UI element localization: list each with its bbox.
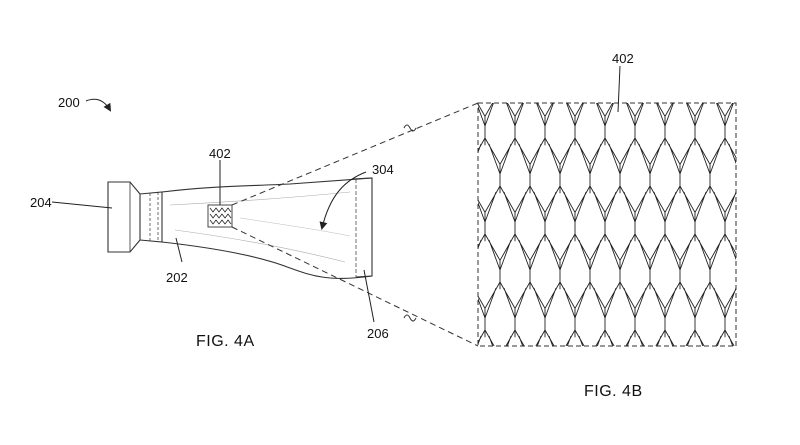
knit-stitch	[664, 233, 696, 290]
knit-stitch	[664, 329, 696, 346]
knit-stitch	[694, 233, 726, 290]
knit-stitch	[664, 137, 696, 194]
knit-stitch	[740, 186, 770, 241]
knit-stitch	[499, 281, 531, 338]
end-cap-204	[107, 181, 141, 253]
knit-detail-frame	[477, 102, 737, 347]
knit-stitch	[529, 281, 561, 338]
fig-4a-drawing	[107, 177, 373, 279]
projection-lines	[231, 102, 479, 347]
knit-stitch	[679, 281, 711, 338]
knit-stitch	[656, 103, 674, 146]
knit-stitch	[604, 233, 636, 290]
knit-stitch	[589, 185, 621, 242]
leader-lines-4a	[51, 98, 375, 323]
knit-stitch	[478, 185, 501, 242]
ref-label-202: 202	[166, 270, 188, 285]
knit-stitch	[478, 329, 486, 346]
knit-stitch	[634, 137, 666, 194]
knit-stitch	[626, 103, 644, 146]
knit-stitch	[574, 329, 606, 346]
knit-stitch	[679, 185, 711, 242]
caption-fig-4a: FIG. 4A	[196, 333, 255, 350]
knit-stitch	[536, 103, 554, 146]
knit-stitch	[694, 329, 726, 346]
knit-stitch	[506, 103, 524, 146]
body-202	[161, 177, 373, 193]
knit-stitch	[740, 90, 770, 145]
knit-stitch	[544, 137, 576, 194]
knit-stitch	[724, 233, 736, 261]
knit-stitch	[619, 281, 651, 338]
knit-stitch	[574, 233, 606, 290]
ref-label-304: 304	[372, 162, 394, 177]
knit-stitch	[724, 137, 736, 165]
ref-label-402-a: 402	[209, 146, 231, 161]
knit-stitch	[724, 329, 735, 346]
leader-402-b	[617, 65, 621, 113]
neck-band	[139, 191, 163, 243]
knit-stitch	[649, 281, 681, 338]
knit-stitch	[559, 185, 591, 242]
knit-stitch	[649, 185, 681, 242]
knit-stitch	[566, 103, 584, 146]
knit-stitch	[559, 281, 591, 338]
ref-label-200: 200	[58, 95, 80, 110]
knit-stitch	[544, 233, 576, 290]
knit-stitch	[589, 281, 621, 338]
knit-stitch	[604, 137, 636, 194]
knit-stitch	[604, 329, 636, 346]
knit-stitch	[740, 282, 770, 337]
knit-stitch	[574, 137, 606, 194]
knit-stitch	[478, 103, 494, 146]
knit-stitch	[484, 329, 516, 346]
knit-stitch	[478, 233, 486, 250]
knit-stitch	[499, 185, 531, 242]
knit-stitch	[596, 103, 614, 146]
knit-stitch	[478, 281, 501, 338]
ref-label-402-b: 402	[612, 51, 634, 66]
knit-stitch	[529, 185, 561, 242]
knit-stitch	[478, 137, 486, 154]
knit-stitch	[484, 137, 516, 194]
knit-stitch	[634, 233, 666, 290]
ref-label-206: 206	[367, 326, 389, 341]
break-marks	[403, 124, 417, 322]
knit-stitch	[619, 185, 651, 242]
knit-stitch	[514, 329, 546, 346]
knit-stitch	[686, 103, 704, 146]
knit-stitch	[514, 233, 546, 290]
knit-stitch	[709, 281, 736, 338]
knit-stitch	[634, 329, 666, 346]
knit-stitch	[514, 137, 546, 194]
caption-fig-4b: FIG. 4B	[584, 383, 643, 400]
knit-stitch	[544, 329, 576, 346]
knit-stitch	[709, 185, 736, 242]
knit-stitch	[716, 103, 734, 146]
knit-stitch	[694, 137, 726, 194]
knit-stitch	[484, 233, 516, 290]
fig-4b-knit-detail	[477, 90, 770, 347]
ref-label-204: 204	[30, 195, 52, 210]
open-end-206	[351, 177, 373, 278]
